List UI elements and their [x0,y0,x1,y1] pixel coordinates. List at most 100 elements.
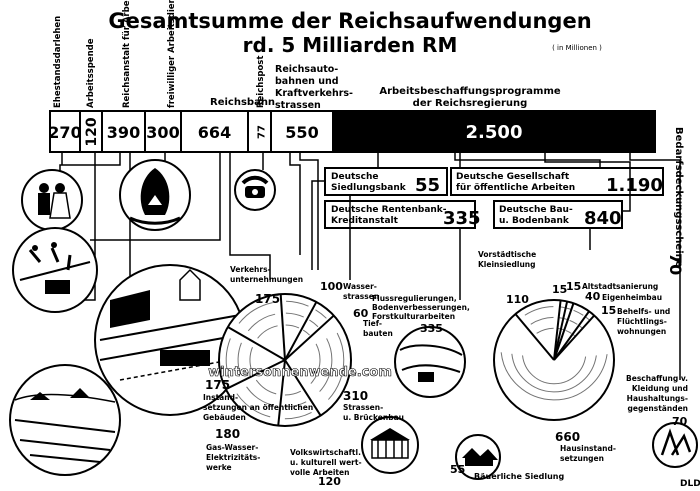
unit-note: ( in Millionen ) [552,44,602,52]
bank-name-baubank: Deutsche Bau- [499,205,573,215]
farm-illustration [455,434,501,480]
pie1-slices [225,294,345,426]
category-label-reichspost: Reichspost [256,56,266,108]
bedarf-value: 70 [672,415,688,428]
bar-segment-7 [332,110,656,153]
pie2-slices [500,300,608,401]
pie1-slice-3 [284,314,335,361]
pie2-value-kleinsiedlung: 110 [506,293,529,306]
bar-segment-4 [180,110,249,153]
svg-text:strassen: strassen [275,100,321,111]
pie1-value-gas: 180 [215,427,240,441]
bar-value-3: 300 [146,123,179,142]
svg-text:der Reichsregierung: der Reichsregierung [413,98,528,109]
right-label: Bedarfsdeckungsscheine [673,127,684,268]
pie1-label-strassen: Strassen- [343,403,383,412]
pie2-value-altstadt: 15 [566,280,581,293]
category-labels: Ehestandsdarlehen Arbeitsspende Reichsan… [53,0,561,111]
svg-text:bahnen und: bahnen und [275,76,339,87]
svg-text:bauten: bauten [363,329,393,338]
svg-text:Siedlungsbank: Siedlungsbank [331,183,407,193]
category-label-programme: Arbeitsbeschaffungsprogramme der Reichsr… [379,86,561,109]
pie1-value-wasser: 100 [320,280,343,293]
rentenbank-detail: Flussregulierungen, Bodenverbesserungen,… [372,294,470,335]
svg-text:Bodenverbesserungen,: Bodenverbesserungen, [372,303,470,312]
pie1-slice-1 [279,294,286,361]
svg-text:Forstkulturarbeiten: Forstkulturarbeiten [372,312,455,321]
svg-text:Flüchtlings-: Flüchtlings- [617,317,667,326]
chart-title: Gesamtsumme der Reichsaufwendungen [108,9,591,33]
pie1-value-instand: 175 [205,378,230,392]
pie1-slice-6 [225,359,286,391]
svg-text:Beschaffung v.: Beschaffung v. [626,374,688,383]
bank-boxes: Deutsche Siedlungsbank 55 Deutsche Gesel… [324,167,664,229]
svg-text:Reichsauto-: Reichsauto- [275,64,338,75]
bank-value-baubank: 840 [584,208,622,229]
bank-value-siedlung: 55 [415,175,440,196]
pie2-slice-5 [553,314,595,361]
workers-illustration [12,227,98,313]
siedlung-value: 55 [450,463,465,476]
svg-text:Flussregulierungen,: Flussregulierungen, [372,294,457,303]
svg-text:Kleinsiedlung: Kleinsiedlung [478,260,536,269]
svg-text:wohnungen: wohnungen [617,327,666,336]
svg-text:Elektrizitäts-: Elektrizitäts- [206,453,260,462]
bar-value-0: 270 [48,123,81,142]
svg-text:u. Bodenbank: u. Bodenbank [499,216,570,226]
railway-illustration [94,264,246,416]
wedding-couple-illustration [21,169,83,231]
bar-segment-6 [270,110,334,153]
svg-text:für öffentliche Arbeiten: für öffentliche Arbeiten [456,183,575,193]
svg-text:Kreditanstalt: Kreditanstalt [331,216,399,226]
bank-name-rentenbank: Deutsche Rentenbank- [331,205,447,215]
building-illustration [361,416,419,474]
telephone-illustration [234,169,276,211]
category-label-ehestand: Ehestandsdarlehen [53,16,63,108]
bar-segments [49,110,656,153]
flood-illustration [394,326,466,398]
bar-value-5: 77 [257,125,268,139]
category-label-arbeitsdienst: freiwilliger Arbeitsdienst [167,0,177,108]
pie1-value-strassen: 310 [343,389,368,403]
bar-value-6: 550 [285,123,318,142]
bank-box-baubank [493,200,623,229]
pie2-value-eigenheim: 40 [585,290,601,303]
category-label-reichsbahn: Reichsbahn [210,97,275,108]
svg-text:u. Brückenbau: u. Brückenbau [343,413,404,422]
pie1-value-tief: 60 [353,307,369,320]
svg-text:setzungen an öffentlichen: setzungen an öffentlichen [203,403,313,412]
right-value: 70 [666,253,685,275]
pie1-label-tief: Tief- [363,319,382,328]
landscape-illustration [9,364,121,476]
pie2-slice-3 [553,302,575,361]
pie2-value-15a: 15 [552,283,567,296]
watermark: wintersonnenwende.com [208,365,392,380]
bedarf-detail: Beschaffung v. Kleidung und Haushaltungs… [626,374,688,428]
illustrations [9,159,698,480]
pie2-slice-4 [553,310,590,361]
svg-text:Haushaltungs-: Haushaltungs- [627,394,688,403]
svg-text:Gebäuden: Gebäuden [203,413,246,422]
pie-public-works: 175 Verkehrs- unternehmungen 100 Wasser-… [203,265,404,488]
bar-segment-0 [49,110,81,153]
pie1-label-wasser: Wasser- [343,282,377,291]
arbeitsdienst-spade-illustration [119,159,191,231]
svg-text:Kraftverkehrs-: Kraftverkehrs- [275,88,353,99]
bar-value-4: 664 [198,123,231,142]
pie2-label-kleinsiedlung: Vorstädtische [478,250,536,259]
pie1-label-volkswirt: Volkswirtschaftl. [290,448,361,457]
svg-text:Kleidung und: Kleidung und [632,384,688,393]
category-label-arbeitsspende: Arbeitsspende [86,38,96,108]
bank-name-siedlung: Deutsche [331,172,379,182]
svg-text:volle Arbeiten: volle Arbeiten [290,468,349,477]
pie2-label-haus: Hausinstand- [560,444,616,453]
category-label-reichsanstalt: Reichsanstalt für Arbeitsvermittlung und… [122,0,132,108]
pie1-label-instand: Instand- [203,393,238,402]
bank-box-gesellschaft [450,167,664,196]
svg-text:unternehmungen: unternehmungen [230,275,303,284]
category-label-autobahnen: Reichsauto- bahnen und Kraftverkehrs- st… [275,64,353,111]
svg-text:setzungen: setzungen [560,454,604,463]
pie1-slice-5 [277,359,286,426]
pie-housing: Vorstädtische Kleinsiedlung 110 15 15 Al… [478,250,670,463]
